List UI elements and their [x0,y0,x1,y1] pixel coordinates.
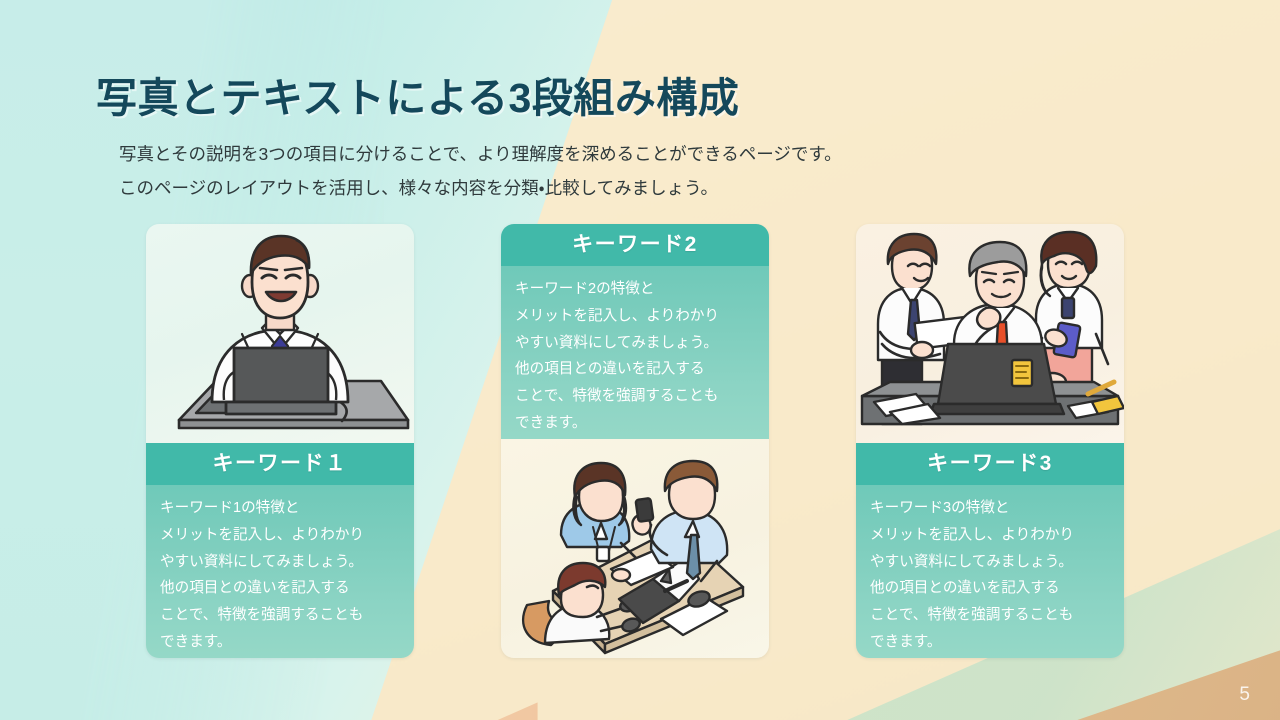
subtitle-line-1: 写真とその説明を3つの項目に分けることで、より理解度を深めることができるページで… [119,144,842,164]
page-subtitle: 写真とその説明を3つの項目に分けることで、より理解度を深めることができるページで… [119,137,1119,205]
card-3-header: キーワード3 [856,443,1124,485]
card-1-line-3: やすい資料にしてみましょう。 [160,553,363,570]
card-1-line-5: ことで、特徴を強調することも [160,607,364,624]
card-3-line-6: できます。 [870,633,942,650]
card-3-line-4: 他の項目との違いを記入する [870,580,1060,597]
card-1-line-4: 他の項目との違いを記入する [160,580,350,597]
card-2-line-6: できます。 [515,414,587,431]
card-3-line-2: メリットを記入し、よりわかり [870,526,1075,543]
card-3-photo [856,224,1124,443]
card-1-line-2: メリットを記入し、よりわかり [160,526,365,543]
page-title: 写真とテキストによる3段組み構成 [96,75,740,121]
page-number: 5 [1239,684,1250,705]
card-1-body: キーワード1の特徴と メリットを記入し、よりわかり やすい資料にしてみましょう。… [146,485,414,658]
card-keyword-1[interactable]: キーワード１ キーワード1の特徴と メリットを記入し、よりわかり やすい資料にし… [146,224,414,658]
card-keyword-3[interactable]: キーワード3 キーワード3の特徴と メリットを記入し、よりわかり やすい資料にし… [856,224,1124,658]
card-2-body: キーワード2の特徴と メリットを記入し、よりわかり やすい資料にしてみましょう。… [501,266,769,439]
card-2-line-2: メリットを記入し、よりわかり [515,307,720,324]
card-2-header: キーワード2 [501,224,769,266]
card-1-line-1: キーワード1の特徴と [160,500,300,516]
card-3-line-5: ことで、特徴を強調することも [870,607,1074,624]
card-3-line-3: やすい資料にしてみましょう。 [870,553,1073,570]
subtitle-line-2: このページのレイアウトを活用し、様々な内容を分類・比較してみましょう。 [119,178,719,198]
card-2-photo [501,439,769,658]
card-1-header: キーワード１ [146,443,414,485]
card-1-line-6: できます。 [160,633,232,650]
card-1-photo [146,224,414,443]
card-2-line-4: 他の項目との違いを記入する [515,361,705,378]
card-keyword-2[interactable]: キーワード2 キーワード2の特徴と メリットを記入し、よりわかり やすい資料にし… [501,224,769,658]
card-2-line-3: やすい資料にしてみましょう。 [515,334,718,351]
card-2-line-1: キーワード2の特徴と [515,281,655,297]
card-3-line-1: キーワード3の特徴と [870,500,1010,516]
card-3-body: キーワード3の特徴と メリットを記入し、よりわかり やすい資料にしてみましょう。… [856,485,1124,658]
card-2-line-5: ことで、特徴を強調することも [515,388,719,405]
